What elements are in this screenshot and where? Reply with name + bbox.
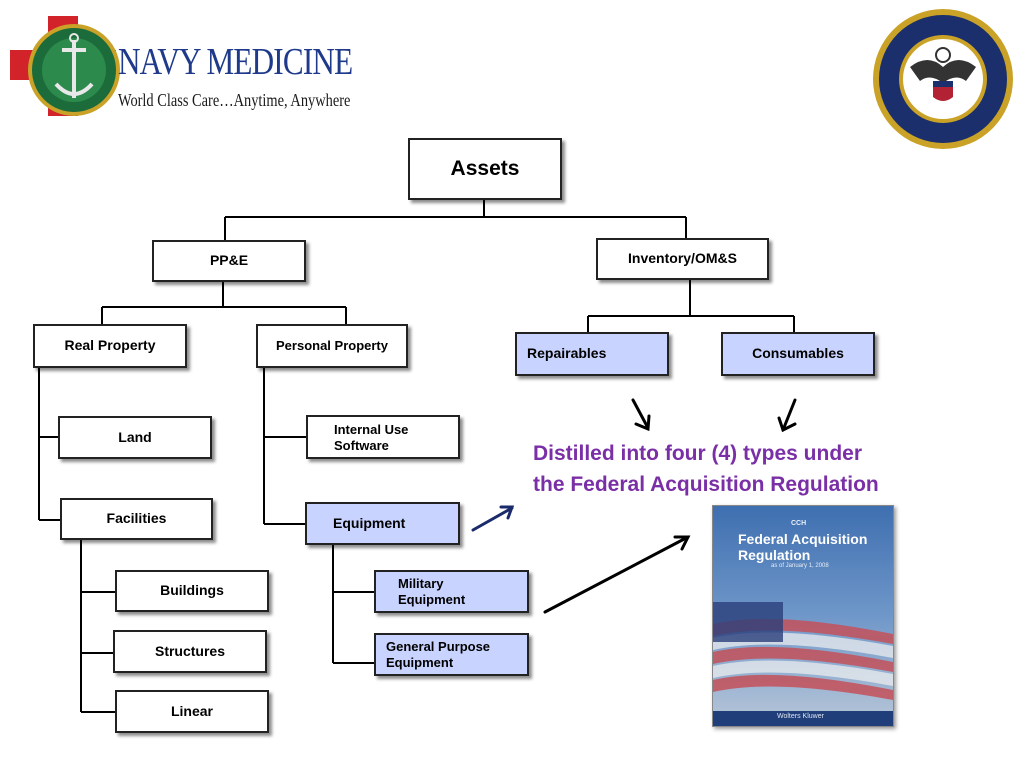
node-land-label: Land xyxy=(118,428,152,445)
book-title-line-1: Federal Acquisition xyxy=(738,531,868,547)
node-structures-label: Structures xyxy=(154,642,226,659)
far-callout-line-2: the Federal Acquisition Regulation xyxy=(533,473,879,496)
far-callout-line-1: Distilled into four (4) types under xyxy=(533,442,863,465)
node-assets-label: Assets xyxy=(450,156,520,180)
node-general-purpose-equipment: General Purpose Equipment xyxy=(374,633,529,676)
node-structures: Structures xyxy=(113,630,267,673)
node-inventory: Inventory/OM&S xyxy=(596,238,769,280)
node-buildings: Buildings xyxy=(115,570,269,612)
node-internal-use-software: Internal Use Software xyxy=(306,415,460,459)
node-consumables-label: Consumables xyxy=(752,345,844,362)
far-callout: Distilled into four (4) types under the … xyxy=(533,438,879,500)
node-repairables: Repairables xyxy=(515,332,669,376)
logo-title: NAVY MEDICINE xyxy=(118,41,353,83)
node-land: Land xyxy=(58,416,212,459)
node-ppe: PP&E xyxy=(152,240,306,282)
navy-medicine-emblem-icon xyxy=(10,16,120,116)
node-inventory-label: Inventory/OM&S xyxy=(628,250,737,267)
node-real-property: Real Property xyxy=(33,324,187,368)
node-personal-property: Personal Property xyxy=(256,324,408,368)
node-personal-property-label: Personal Property xyxy=(276,337,388,353)
node-consumables: Consumables xyxy=(721,332,875,376)
far-book-cover-image xyxy=(713,506,893,726)
node-assets: Assets xyxy=(408,138,562,200)
node-general-purpose-equipment-label: General Purpose Equipment xyxy=(386,639,491,671)
node-military-equipment: Military Equipment xyxy=(374,570,529,613)
node-linear-label: Linear xyxy=(170,702,213,719)
node-ppe-label: PP&E xyxy=(209,252,249,269)
book-title-line-2: Regulation xyxy=(738,547,811,563)
navy-medicine-logo: NAVY MEDICINE World Class Care…Anytime, … xyxy=(8,12,353,122)
node-equipment-label: Equipment xyxy=(333,514,406,531)
bureau-of-medicine-seal-icon xyxy=(873,9,1013,149)
node-facilities-label: Facilities xyxy=(106,510,167,527)
book-edition: as of January 1, 2008 xyxy=(771,563,829,569)
book-footer: Wolters Kluwer xyxy=(777,713,824,720)
node-facilities: Facilities xyxy=(60,498,213,540)
node-internal-use-software-label: Internal Use Software xyxy=(334,422,409,454)
far-book-cover: CCH Federal Acquisition Regulation as of… xyxy=(712,505,894,727)
node-real-property-label: Real Property xyxy=(64,337,156,354)
node-linear: Linear xyxy=(115,690,269,733)
node-buildings-label: Buildings xyxy=(160,582,224,599)
node-repairables-label: Repairables xyxy=(527,345,607,362)
logo-tagline: World Class Care…Anytime, Anywhere xyxy=(118,90,351,110)
book-publisher: CCH xyxy=(791,520,807,527)
bumed-seal xyxy=(870,5,1016,153)
node-equipment: Equipment xyxy=(305,502,460,545)
node-military-equipment-label: Military Equipment xyxy=(398,576,466,608)
